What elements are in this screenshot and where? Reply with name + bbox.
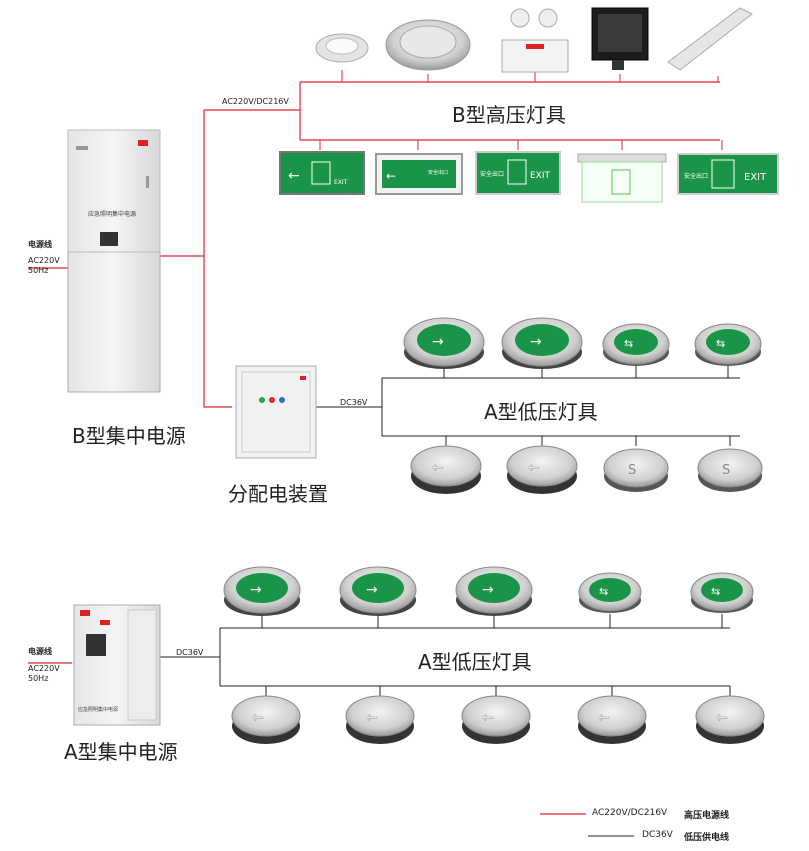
svg-text:→: →: [530, 334, 542, 350]
a-upper-light-7: S: [603, 436, 669, 492]
a-input-label: 电源线: [28, 647, 52, 656]
a-lower-light-4: ⇆: [578, 572, 642, 628]
svg-text:S: S: [628, 463, 636, 478]
a-lower-light-3: →: [455, 566, 533, 628]
a-lower-light-5: ⇆: [690, 572, 754, 628]
a-cabinet-panel-label: 应急照明集中电源: [78, 706, 118, 713]
b-output-voltage: AC220V/DC216V: [222, 97, 289, 106]
svg-text:安全出口: 安全出口: [480, 170, 504, 178]
b-cabinet-panel-label: 应急照明集中电源: [88, 210, 136, 218]
a-input-spec-1: AC220V: [28, 664, 60, 673]
svg-text:EXIT: EXIT: [334, 179, 348, 186]
distribution-output-voltage: DC36V: [340, 398, 368, 407]
svg-text:→: →: [366, 582, 378, 598]
svg-text:EXIT: EXIT: [530, 171, 551, 181]
a-lower-light-1: →: [223, 566, 301, 628]
low-voltage-wiring: [160, 377, 740, 687]
svg-text:←: ←: [252, 710, 264, 726]
top-fixture-drops: [319, 70, 723, 150]
a-lower-light-6: ←: [231, 686, 301, 744]
svg-text:⇆: ⇆: [599, 585, 608, 598]
a-lower-light-8: ←: [461, 686, 531, 744]
svg-text:←: ←: [598, 710, 610, 726]
b-input-label: 电源线: [28, 240, 52, 249]
svg-text:←: ←: [482, 710, 494, 726]
b-high-voltage-title: B型高压灯具: [452, 103, 566, 127]
b-exit-sign-2: ← 安全出口: [375, 153, 463, 195]
a-upper-title: A型低压灯具: [484, 400, 598, 424]
b-tube-light: [667, 7, 753, 71]
a-lower-light-2: →: [339, 566, 417, 628]
legend-red-label: 高压电源线: [684, 811, 730, 821]
a-lower-light-10: ←: [695, 686, 765, 744]
svg-text:←: ←: [432, 460, 444, 476]
a-upper-light-6: ←: [506, 436, 578, 494]
b-downlight: [315, 33, 369, 63]
svg-text:→: →: [482, 582, 494, 598]
b-input-spec-1: AC220V: [28, 256, 60, 265]
a-upper-light-2: →: [501, 317, 583, 378]
a-upper-light-1: →: [403, 317, 485, 378]
svg-text:←: ←: [386, 169, 396, 183]
b-cabinet-title: B型集中电源: [72, 424, 186, 448]
legend-black-label: 低压供电线: [684, 833, 730, 843]
b-exit-sign-1: ← EXIT: [279, 151, 365, 195]
a-upper-light-8: S: [697, 436, 763, 492]
svg-text:⇆: ⇆: [711, 585, 720, 598]
a-upper-light-4: ⇆: [694, 323, 762, 378]
distribution-box: [235, 365, 317, 459]
a-lower-light-9: ←: [577, 686, 647, 744]
b-exit-sign-3: 安全出口 EXIT: [475, 151, 561, 195]
svg-text:安全出口: 安全出口: [428, 169, 448, 176]
svg-text:⇆: ⇆: [624, 337, 633, 350]
b-cabinet: 应急照明集中电源: [67, 129, 161, 393]
b-exit-sign-4: [577, 153, 667, 203]
svg-text:⇆: ⇆: [716, 337, 725, 350]
b-input-spec-2: 50Hz: [28, 266, 49, 275]
distribution-title: 分配电装置: [228, 482, 328, 506]
svg-text:←: ←: [716, 710, 728, 726]
svg-text:←: ←: [288, 168, 300, 184]
legend-red-voltage: AC220V/DC216V: [592, 808, 668, 818]
svg-text:←: ←: [528, 460, 540, 476]
svg-text:←: ←: [366, 710, 378, 726]
svg-text:→: →: [250, 582, 262, 598]
svg-text:EXIT: EXIT: [744, 172, 767, 183]
a-input-spec-2: 50Hz: [28, 674, 49, 683]
a-output-voltage: DC36V: [176, 648, 204, 657]
a-lower-light-7: ←: [345, 686, 415, 744]
high-voltage-wiring: [28, 81, 720, 664]
a-cabinet: 应急照明集中电源: [73, 604, 161, 726]
b-ceiling-lamp: [385, 19, 471, 71]
legend-black-voltage: DC36V: [642, 830, 673, 840]
a-lower-title: A型低压灯具: [418, 650, 532, 674]
a-cabinet-title: A型集中电源: [64, 740, 178, 764]
svg-text:→: →: [432, 334, 444, 350]
svg-text:S: S: [722, 463, 730, 478]
b-floodlight: [591, 7, 649, 70]
a-upper-light-5: ←: [410, 436, 482, 494]
b-twin-head-emergency-light: [501, 8, 569, 73]
svg-text:安全出口: 安全出口: [684, 172, 708, 180]
a-upper-light-3: ⇆: [602, 323, 670, 378]
b-exit-sign-5: 安全出口 EXIT: [677, 153, 779, 195]
